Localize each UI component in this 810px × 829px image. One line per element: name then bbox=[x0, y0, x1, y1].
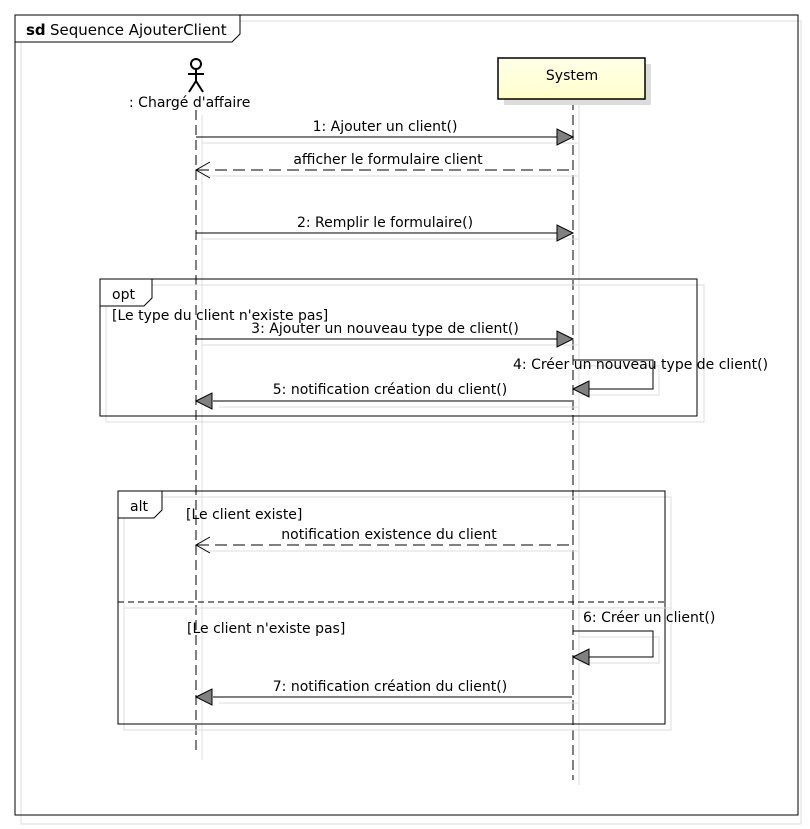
message-1-label: 1: Ajouter un client() bbox=[313, 119, 458, 135]
message-3: 3: Ajouter un nouveau type de client() bbox=[196, 321, 578, 348]
message-6-label: 6: Créer un client() bbox=[583, 610, 715, 626]
frame-title: Sequence AjouterClient bbox=[50, 21, 227, 39]
message-2: 2: Remplir le formulaire() bbox=[196, 215, 578, 242]
reply-display-form: afficher le formulaire client bbox=[194, 152, 578, 179]
alt-fragment: alt [Le client existe] [Le client n'exis… bbox=[117, 490, 672, 731]
message-7: 7: notification création du client() bbox=[194, 679, 578, 706]
reply-client-exists: notification existence du client bbox=[194, 527, 578, 554]
alt-guard-1: [Le client existe] bbox=[186, 507, 302, 523]
alt-operator: alt bbox=[130, 499, 148, 515]
message-1: 1: Ajouter un client() bbox=[196, 119, 578, 146]
message-5: 5: notification création du client() bbox=[194, 382, 578, 410]
opt-operator: opt bbox=[112, 287, 135, 303]
frame-keyword: sd bbox=[26, 21, 46, 39]
opt-guard: [Le type du client n'existe pas] bbox=[112, 308, 328, 324]
system-lifeline: System bbox=[497, 57, 651, 785]
message-5-label: 5: notification création du client() bbox=[273, 382, 507, 398]
message-3-label: 3: Ajouter un nouveau type de client() bbox=[251, 321, 519, 337]
system-label: System bbox=[546, 68, 598, 84]
message-6-self: 6: Créer un client() bbox=[571, 610, 715, 666]
reply-display-form-label: afficher le formulaire client bbox=[293, 152, 483, 168]
system-box bbox=[497, 57, 646, 100]
message-4-label: 4: Créer un nouveau type de client() bbox=[513, 357, 768, 373]
message-2-label: 2: Remplir le formulaire() bbox=[297, 215, 473, 231]
message-7-label: 7: notification création du client() bbox=[273, 679, 507, 695]
reply-client-exists-label: notification existence du client bbox=[281, 527, 497, 543]
alt-guard-2: [Le client n'existe pas] bbox=[187, 621, 345, 637]
opt-fragment: opt [Le type du client n'existe pas] bbox=[99, 278, 705, 423]
actor-lifeline: : Chargé d'affaire bbox=[129, 58, 250, 760]
diagram-frame: sd Sequence AjouterClient bbox=[14, 14, 802, 825]
actor-stick-figure-icon bbox=[188, 58, 204, 93]
actor-label: : Chargé d'affaire bbox=[129, 95, 250, 111]
message-4-self: 4: Créer un nouveau type de client() bbox=[513, 357, 768, 398]
